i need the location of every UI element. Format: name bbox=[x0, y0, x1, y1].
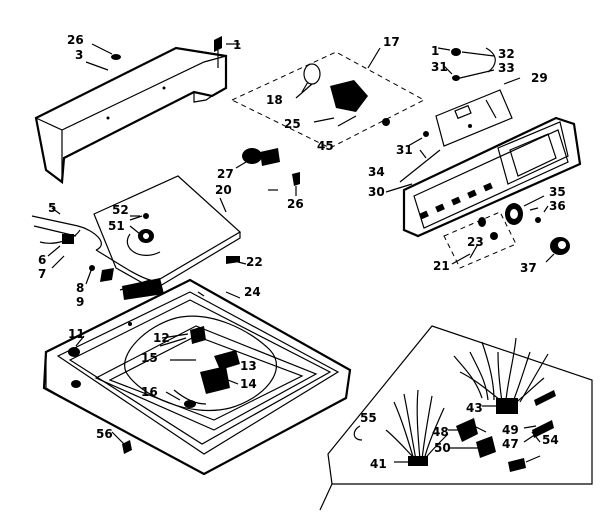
label-23: 23 bbox=[467, 235, 484, 249]
console-back-panel bbox=[34, 46, 228, 185]
screw-part-26-top bbox=[91, 43, 121, 60]
screw-part-56 bbox=[111, 431, 132, 454]
label-31: 31 bbox=[396, 143, 413, 157]
label-8: 8 bbox=[76, 281, 84, 295]
label-18: 18 bbox=[266, 93, 283, 107]
terminal-part-54 bbox=[508, 455, 541, 472]
label-36: 36 bbox=[549, 199, 566, 213]
label-24: 24 bbox=[244, 285, 261, 299]
label-47: 47 bbox=[502, 437, 519, 451]
label-22: 22 bbox=[246, 255, 263, 269]
label-41: 41 bbox=[370, 457, 387, 471]
label-17: 17 bbox=[383, 35, 400, 49]
label-35: 35 bbox=[549, 185, 566, 199]
label-16: 16 bbox=[141, 385, 158, 399]
label-54: 54 bbox=[542, 433, 559, 447]
label-9: 9 bbox=[76, 295, 84, 309]
hinge-part-22 bbox=[226, 256, 240, 264]
label-43: 43 bbox=[466, 401, 483, 415]
label-55: 55 bbox=[360, 411, 377, 425]
label-33: 33 bbox=[498, 61, 515, 75]
clip-part-1-top bbox=[214, 36, 240, 68]
label-12: 12 bbox=[153, 331, 170, 345]
tub-parts-12-13-14-15-16 bbox=[159, 326, 240, 408]
label-31: 31 bbox=[431, 60, 448, 74]
label-32: 32 bbox=[498, 47, 515, 61]
label-5: 5 bbox=[48, 201, 56, 215]
label-51: 51 bbox=[108, 219, 125, 233]
part-labels: 1 26 3 17 1 32 31 33 29 18 25 45 31 27 2… bbox=[38, 33, 566, 471]
label-26: 26 bbox=[287, 197, 304, 211]
label-7: 7 bbox=[38, 267, 46, 281]
label-1: 1 bbox=[431, 44, 439, 58]
label-48: 48 bbox=[432, 425, 449, 439]
label-20: 20 bbox=[215, 183, 232, 197]
label-52: 52 bbox=[112, 203, 129, 217]
label-6: 6 bbox=[38, 253, 46, 267]
label-56: 56 bbox=[96, 427, 113, 441]
label-34: 34 bbox=[368, 165, 385, 179]
lid-switch-parts-8-9 bbox=[85, 265, 164, 300]
connector-part-48 bbox=[456, 418, 487, 442]
clip-part-55 bbox=[353, 425, 363, 441]
knob-part-37 bbox=[545, 237, 570, 263]
label-29: 29 bbox=[531, 71, 548, 85]
label-3: 3 bbox=[75, 48, 83, 62]
switch-assembly-part-23 bbox=[443, 211, 517, 269]
timer-parts-group bbox=[230, 47, 426, 149]
cabinet-top-part-24 bbox=[42, 278, 352, 476]
label-1: 1 bbox=[233, 38, 241, 52]
screw-part-31 bbox=[407, 131, 429, 147]
timer-knob-part-27 bbox=[235, 148, 280, 169]
label-45: 45 bbox=[317, 139, 334, 153]
knob-part-35 bbox=[505, 195, 545, 225]
label-26: 26 bbox=[67, 33, 84, 47]
spring-part-36 bbox=[535, 205, 549, 223]
label-14: 14 bbox=[240, 377, 257, 391]
label-11: 11 bbox=[68, 327, 85, 341]
connector-part-50 bbox=[476, 436, 496, 458]
leader-lines bbox=[47, 61, 541, 463]
label-27: 27 bbox=[217, 167, 234, 181]
panel-buttons bbox=[419, 182, 493, 220]
control-panel-part-30 bbox=[385, 116, 582, 238]
wire-harness-part-43 bbox=[453, 337, 549, 414]
wire-harness-part-41 bbox=[385, 389, 449, 466]
label-21: 21 bbox=[433, 259, 450, 273]
terminal-parts-47-49 bbox=[532, 390, 556, 438]
clips-part-32-33 bbox=[437, 47, 496, 81]
label-49: 49 bbox=[502, 423, 519, 437]
foot-part-11 bbox=[68, 347, 81, 388]
label-25: 25 bbox=[284, 117, 301, 131]
label-37: 37 bbox=[520, 261, 537, 275]
label-15: 15 bbox=[141, 351, 158, 365]
wiring-harness-panel bbox=[319, 325, 593, 511]
tub-ring-parts bbox=[94, 315, 318, 431]
label-50: 50 bbox=[434, 441, 451, 455]
screw-part-26-middle bbox=[292, 172, 300, 196]
control-board-part-29 bbox=[435, 77, 521, 147]
hinge-wiring-parts-51-52 bbox=[31, 213, 154, 291]
label-30: 30 bbox=[368, 185, 385, 199]
label-13: 13 bbox=[240, 359, 257, 373]
